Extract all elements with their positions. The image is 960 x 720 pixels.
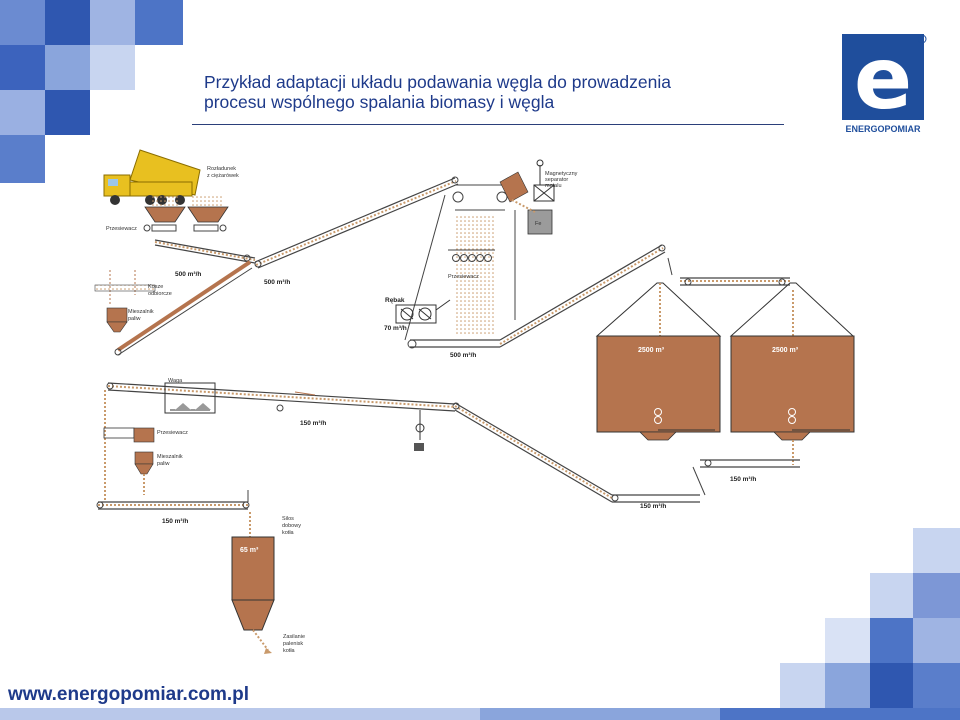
mosaic-top-left <box>0 0 183 183</box>
label-kosze-2: odbiorcze <box>148 291 172 297</box>
label-separator-1: Magnetyczny <box>545 171 578 177</box>
slide-title: Przykład adaptacji układu podawania węgl… <box>204 72 764 112</box>
conveyor-return <box>114 260 253 356</box>
label-przesiewacz-3: Przesiewacz <box>157 430 188 436</box>
label-przesiewacz-2: Przesiewacz <box>448 274 479 280</box>
footer-url[interactable]: www.energopomiar.com.pl <box>8 684 250 705</box>
registered-mark: R <box>920 37 924 43</box>
conveyor-3 <box>407 244 666 349</box>
day-silo <box>231 512 275 654</box>
label-waga: Waga <box>168 378 183 384</box>
label-kosze: Kosze <box>148 284 163 290</box>
label-zasilanie-1: Zasilanie <box>283 634 305 640</box>
label-rozladunek: Rozładunek <box>207 166 236 172</box>
logo-brand-name: ENERGOPOMIAR <box>845 124 921 134</box>
title-underline <box>192 124 784 125</box>
bottom-strip <box>0 708 960 720</box>
storage-silo-1 <box>595 282 722 441</box>
mosaic-bottom-right <box>780 528 960 708</box>
registered-icon <box>917 34 927 44</box>
label-flow-500-c: 500 m³/h <box>450 352 476 359</box>
label-silo-1: 2500 m³ <box>638 347 665 354</box>
left-screens <box>94 270 156 333</box>
label-przesiewacz: Przesiewacz <box>106 226 137 232</box>
left-lower-equipment <box>103 390 155 500</box>
label-mieszalnik-3: Mieszalnik <box>157 454 183 460</box>
label-flow-70: 70 m³/h <box>384 325 407 332</box>
receiving-hoppers <box>144 194 229 223</box>
magnetic-separator <box>452 159 555 235</box>
label-mieszalnik-2: paliw <box>128 316 141 322</box>
label-separator-3: metalu <box>545 183 562 189</box>
label-silo-3: 65 m³ <box>240 547 259 554</box>
label-rebak: Rębak <box>385 297 405 304</box>
slide-title-line-1: Przykład adaptacji układu podawania węgl… <box>204 72 671 92</box>
label-fe: Fe <box>535 221 541 227</box>
conveyor-6 <box>96 490 250 510</box>
label-flow-150-d: 150 m³/h <box>162 518 188 525</box>
label-flow-150-a: 150 m³/h <box>730 476 756 483</box>
conveyor-5 <box>106 382 456 451</box>
energopomiar-logo: e R ENERGOPOMIAR <box>842 30 927 134</box>
conveyor-2 <box>254 176 459 269</box>
label-mieszalnik-1: Mieszalnik <box>128 309 154 315</box>
conveyor-1 <box>154 239 256 264</box>
label-zasilanie-2: palenisk <box>283 641 303 647</box>
label-zasilanie-3: kotła <box>283 648 296 654</box>
label-flow-500-a: 500 m³/h <box>175 271 201 278</box>
slide-title-line-2: procesu wspólnego spalania biomasy i węg… <box>204 92 555 112</box>
label-flow-500-b: 500 m³/h <box>264 279 290 286</box>
logo-letter: e <box>854 30 912 129</box>
label-flow-150-b: 150 m³/h <box>640 503 666 510</box>
label-separator-2: separator <box>545 177 568 183</box>
label-mieszalnik-4: paliw <box>157 461 170 467</box>
logo-square <box>842 34 924 120</box>
feeders <box>143 224 227 232</box>
chute <box>404 194 516 341</box>
label-silos-1: Silos <box>282 516 294 522</box>
label-z-ciezarowek: z ciężarówek <box>207 173 239 179</box>
silo-feed-conveyor <box>667 257 790 286</box>
label-flow-150-c: 150 m³/h <box>300 420 326 427</box>
label-silo-2: 2500 m³ <box>772 347 799 354</box>
storage-silo-2 <box>729 282 855 441</box>
silo-discharge-conveyor <box>692 440 800 496</box>
conveyor-4 <box>452 402 700 503</box>
label-silos-2: dobowy <box>282 523 301 529</box>
chipper <box>395 299 451 324</box>
label-silos-3: kotła <box>282 530 295 536</box>
